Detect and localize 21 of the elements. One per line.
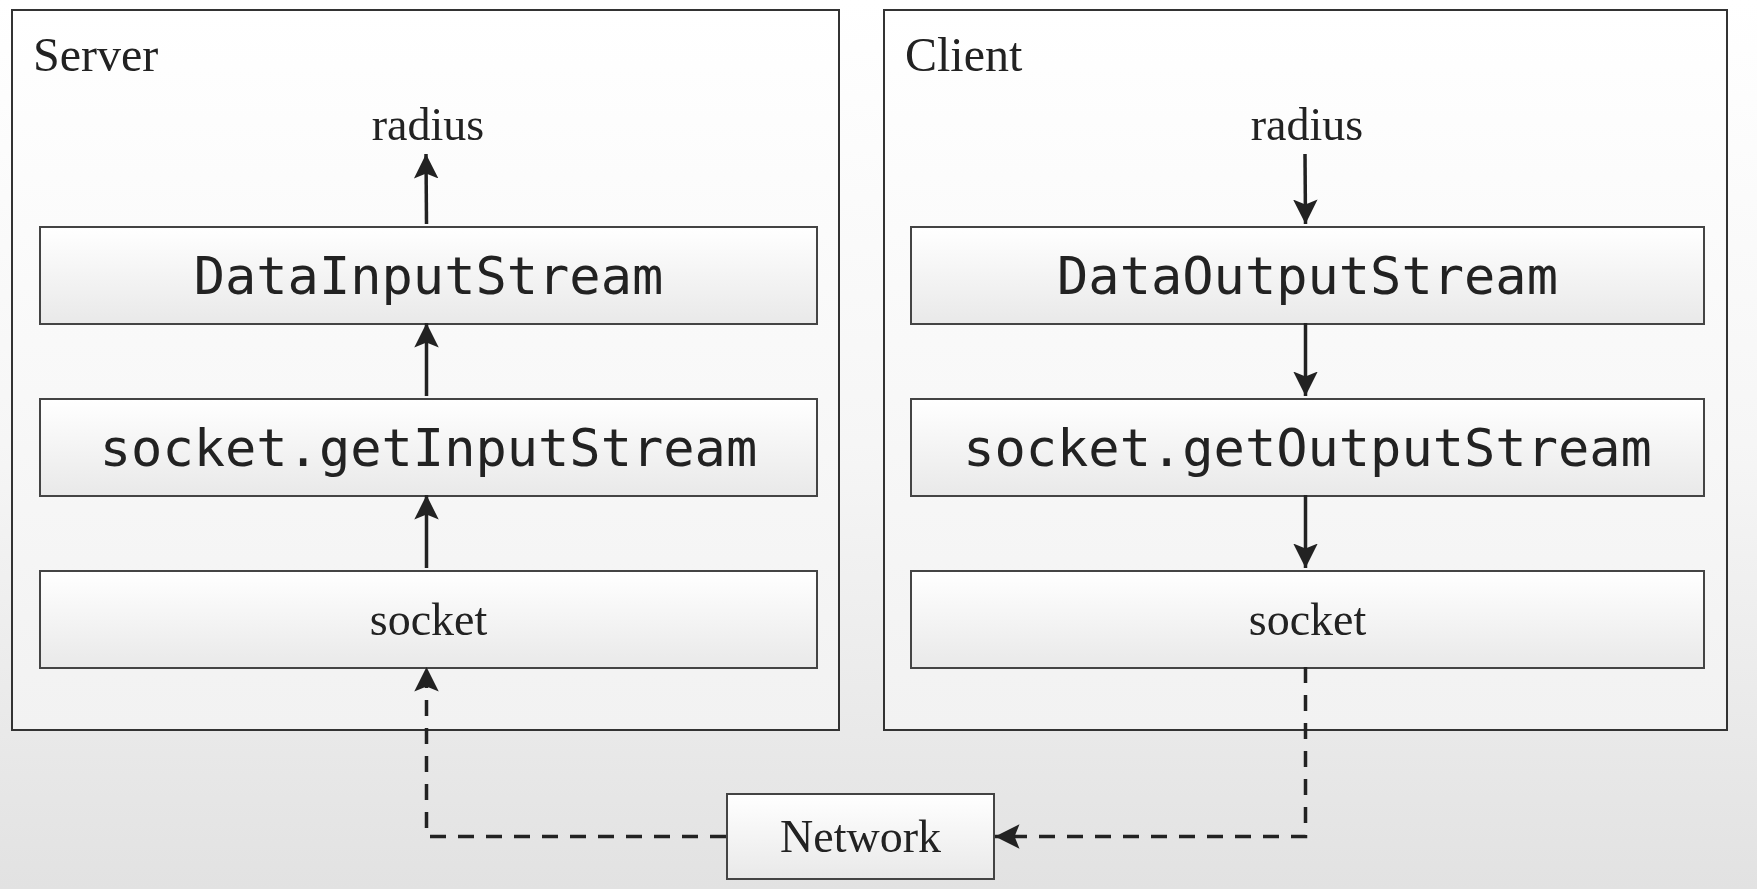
variable-label: radius <box>1237 94 1377 156</box>
stream-box: socket.getOutputStream <box>910 398 1705 497</box>
arrow <box>414 323 439 396</box>
arrow <box>414 667 726 839</box>
arrow <box>414 495 439 568</box>
stream-box: socket.getInputStream <box>39 398 818 497</box>
stream-box: DataOutputStream <box>910 226 1705 325</box>
variable-label: radius <box>358 94 498 156</box>
stream-box: DataInputStream <box>39 226 818 325</box>
stream-box: Network <box>726 793 995 880</box>
panel <box>883 9 1728 731</box>
arrow <box>1293 154 1318 224</box>
panel-title: Client <box>905 31 1023 79</box>
arrow <box>1293 323 1318 396</box>
arrow <box>1293 495 1318 568</box>
stream-box: socket <box>910 570 1705 669</box>
stream-box: socket <box>39 570 818 669</box>
arrow <box>413 154 439 224</box>
arrow <box>995 667 1308 849</box>
panel-title: Server <box>33 31 159 79</box>
panel <box>11 9 840 731</box>
